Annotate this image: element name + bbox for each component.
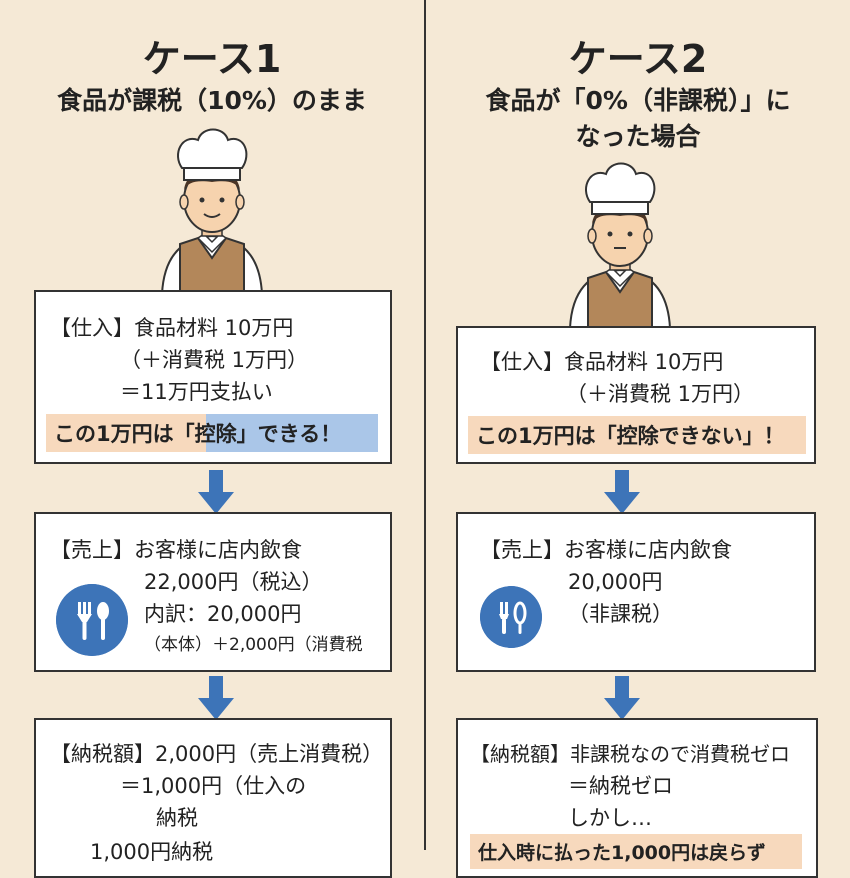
right-tax-highlight: 仕入時に払った1,000円は戻らず xyxy=(470,834,802,869)
left-tax-line2: ＝1,000円（仕入の xyxy=(120,774,307,798)
left-chef-illustration xyxy=(160,128,264,294)
left-tax-line1: 【納税額】2,000円（売上消費税） xyxy=(50,742,384,766)
left-purchase-line1: 【仕入】食品材料 10万円 xyxy=(50,316,294,340)
right-case-title: ケース2 xyxy=(568,37,708,81)
left-tax-box: 【納税額】2,000円（売上消費税） ＝1,000円（仕入の 納税 1,000円… xyxy=(34,718,392,878)
left-tax-line4: 1,000円納税 xyxy=(90,840,214,864)
right-tax-line2: ＝納税ゼロ xyxy=(568,774,673,798)
right-case-subtitle-2: なった場合 xyxy=(575,122,701,151)
column-divider xyxy=(424,0,426,850)
left-sales-line1: 【売上】お客様に店内飲食 xyxy=(50,538,302,562)
right-purchase-box: 【仕入】食品材料 10万円 （＋消費税 1万円） この1万円は「控除できない」！ xyxy=(456,326,816,464)
left-purchase-highlight: この1万円は「控除」できる！ xyxy=(46,414,378,452)
left-sales-line4: （本体）＋2,000円（消費税 xyxy=(144,635,363,655)
cutlery-icon xyxy=(480,586,542,648)
right-tax-box: 【納税額】非課税なので消費税ゼロ ＝納税ゼロ しかし… 仕入時に払った1,000… xyxy=(456,718,818,878)
left-case-subtitle: 食品が課税（10%）のまま xyxy=(57,86,367,115)
right-tax-line1: 【納税額】非課税なので消費税ゼロ xyxy=(470,742,790,766)
left-tax-line3: 納税 xyxy=(156,806,198,830)
left-purchase-line2: （＋消費税 1万円） xyxy=(120,348,309,372)
right-sales-box: 【売上】お客様に店内飲食 20,000円 （非課税） xyxy=(456,512,816,672)
fork-spoon-icon xyxy=(56,584,128,656)
right-sales-line1: 【売上】お客様に店内飲食 xyxy=(480,538,732,562)
right-purchase-highlight: この1万円は「控除できない」！ xyxy=(468,416,806,454)
right-sales-line3: （非課税） xyxy=(568,602,673,626)
right-sales-line2: 20,000円 xyxy=(568,570,663,594)
left-arrow-down-1 xyxy=(198,470,234,514)
left-arrow-down-2 xyxy=(198,676,234,720)
left-sales-box: 【売上】お客様に店内飲食 22,000円（税込） 内訳：20,000円 （本体）… xyxy=(34,512,392,672)
left-purchase-box: 【仕入】食品材料 10万円 （＋消費税 1万円） ＝11万円支払い この1万円は… xyxy=(34,290,392,464)
right-purchase-line2: （＋消費税 1万円） xyxy=(566,382,755,406)
right-purchase-line1: 【仕入】食品材料 10万円 xyxy=(480,350,724,374)
left-sales-line2: 22,000円（税込） xyxy=(144,570,323,594)
left-sales-line3: 内訳：20,000円 xyxy=(144,602,302,626)
right-case-subtitle-1: 食品が「0%（非課税）」に xyxy=(485,86,791,115)
left-case-title: ケース1 xyxy=(142,37,282,81)
right-chef-illustration xyxy=(568,162,672,328)
left-purchase-line3: ＝11万円支払い xyxy=(120,380,273,404)
right-arrow-down-2 xyxy=(604,676,640,720)
right-arrow-down-1 xyxy=(604,470,640,514)
right-tax-line3: しかし… xyxy=(568,806,652,830)
